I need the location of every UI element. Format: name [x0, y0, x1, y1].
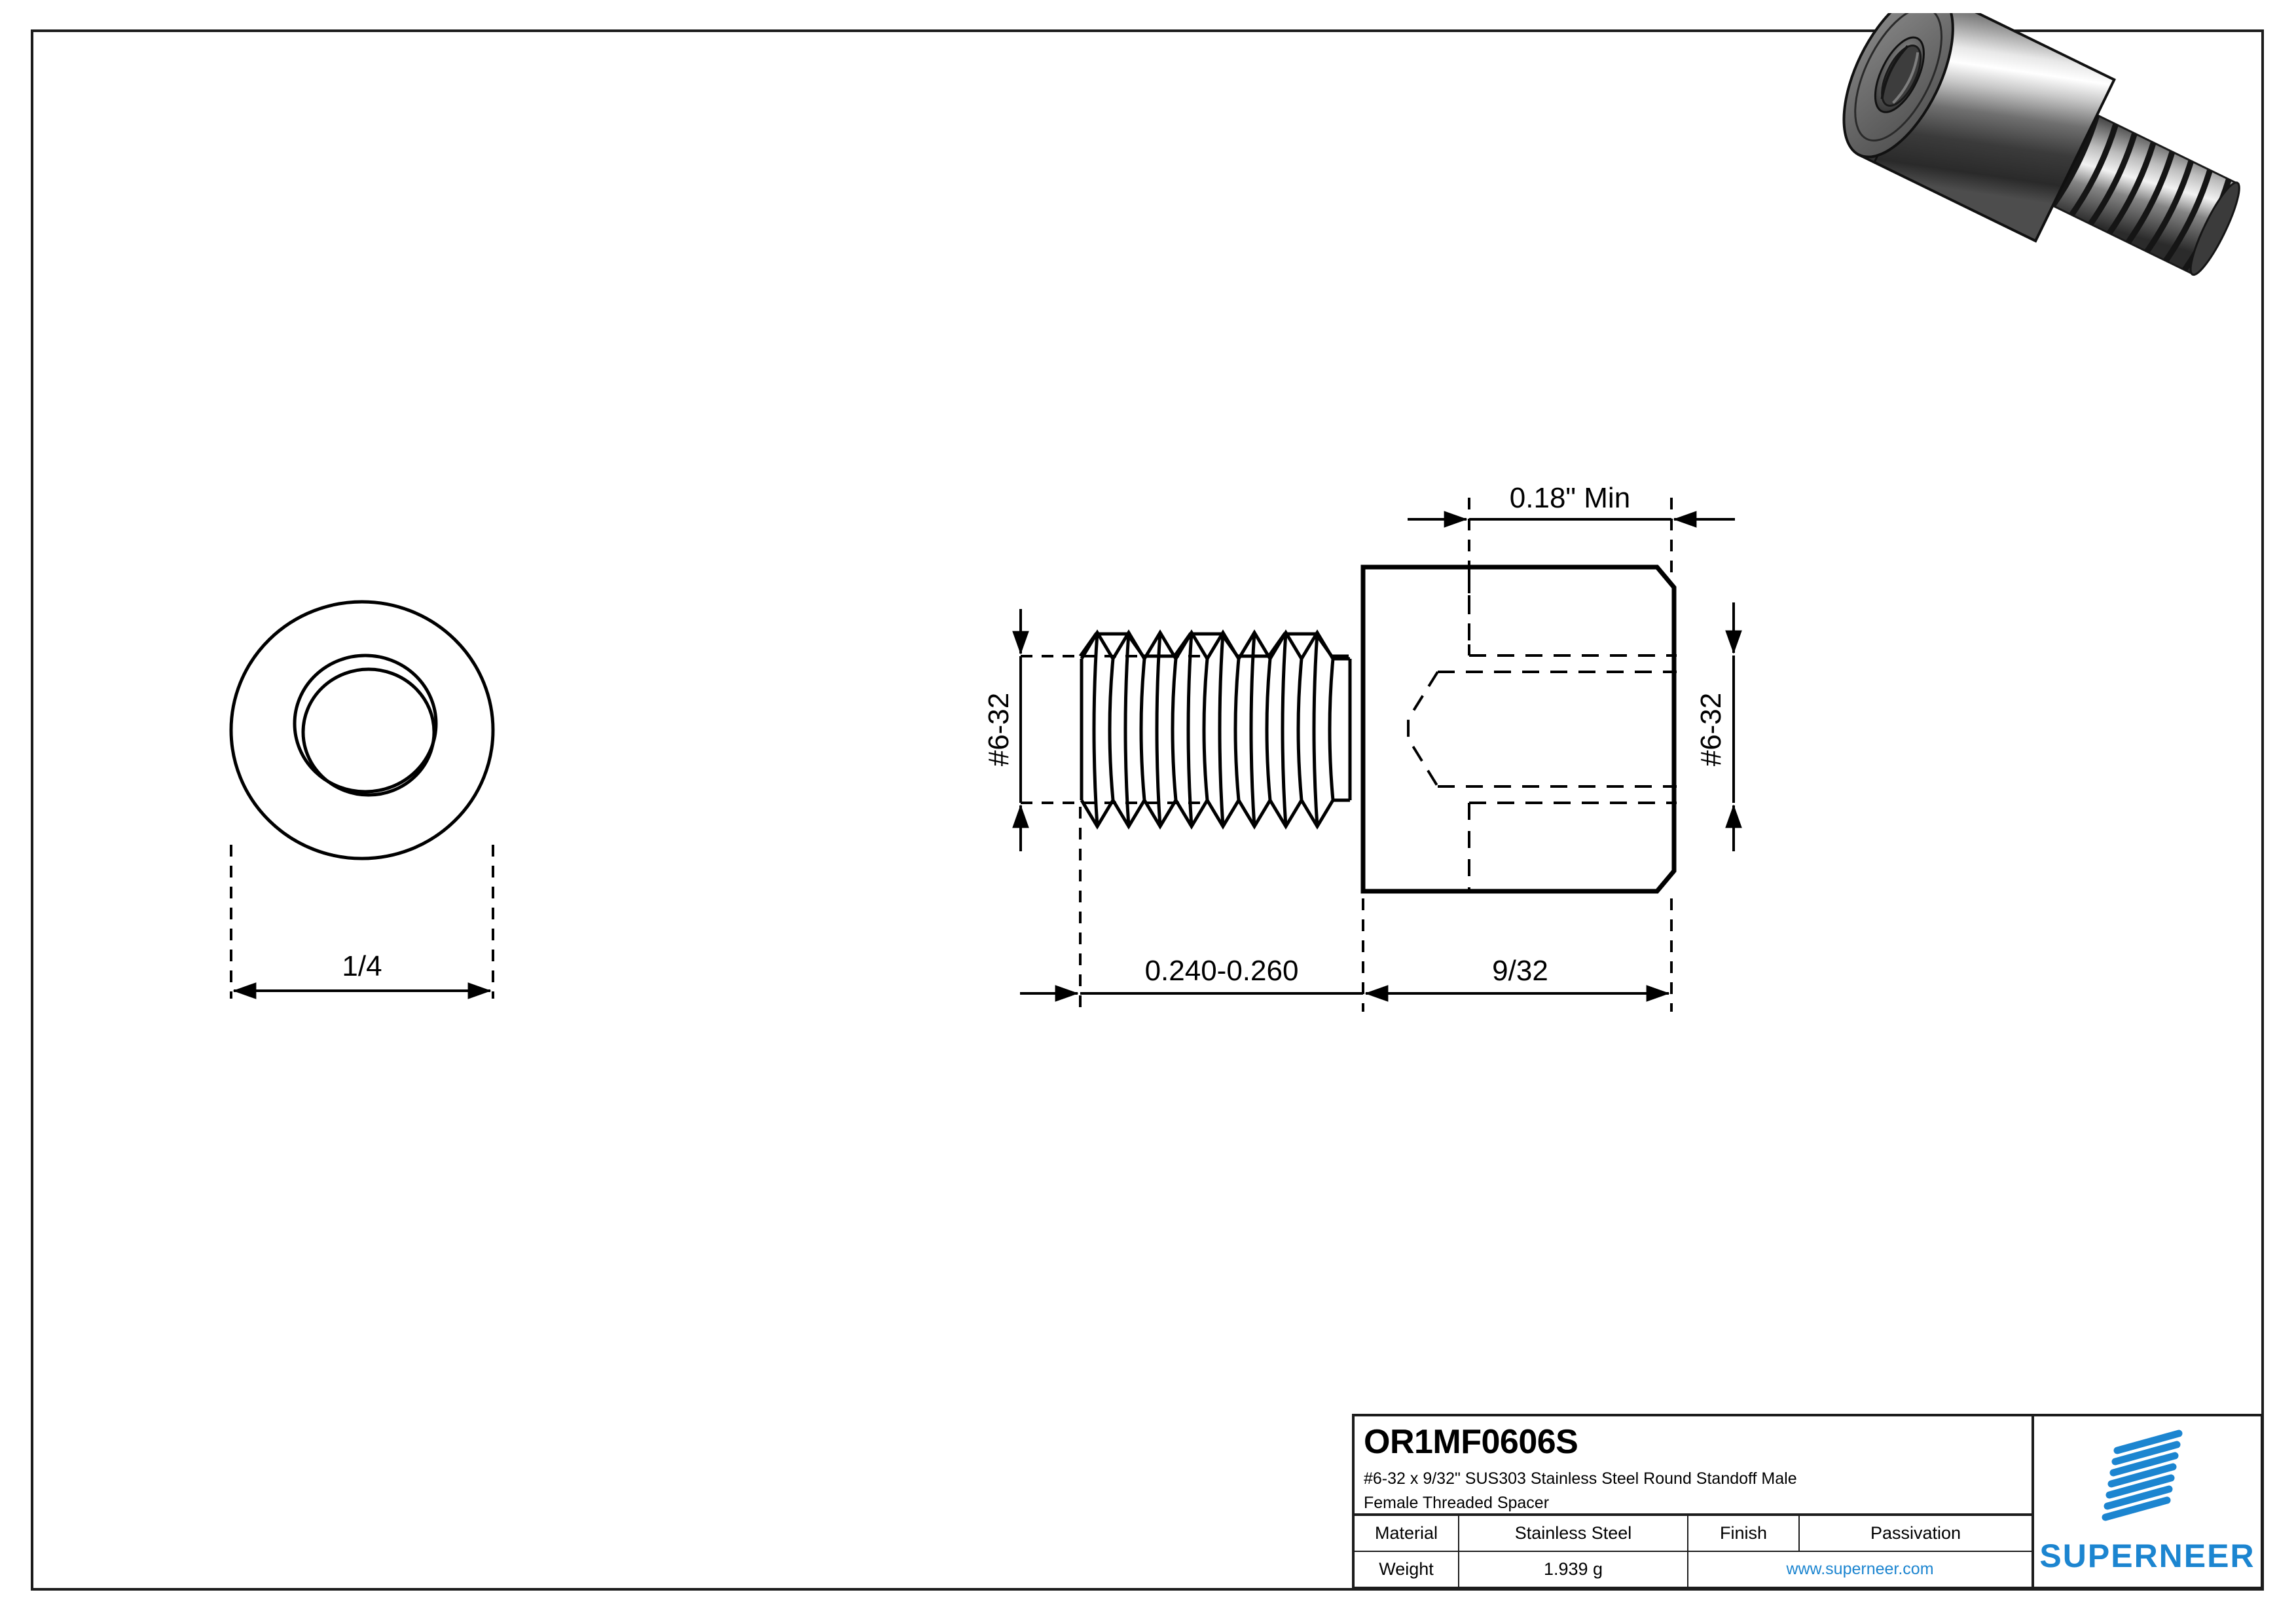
side-view-threaded-shank: [1078, 629, 1363, 830]
part-description: #6-32 x 9/32" SUS303 Stainless Steel Rou…: [1364, 1467, 2022, 1515]
website-link[interactable]: www.superneer.com: [1786, 1560, 1934, 1578]
part-description-line1: #6-32 x 9/32" SUS303 Stainless Steel Rou…: [1364, 1469, 1797, 1488]
material-value: Stainless Steel: [1459, 1516, 1688, 1551]
left-thread-callout-dimension: [1012, 609, 1205, 851]
material-label: Material: [1355, 1516, 1459, 1551]
brand-name: SUPERNEER: [2039, 1538, 2255, 1574]
finish-value: Passivation: [1870, 1523, 1961, 1543]
thread-length-label: 0.240-0.260: [1145, 955, 1299, 987]
front-view: [229, 600, 495, 860]
hole-depth-dimension: [1408, 498, 1735, 655]
finish-label: Finish: [1688, 1516, 1800, 1551]
weight-row: Weight 1.939 g www.superneer.com: [1355, 1552, 2032, 1587]
part-number: OR1MF0606S: [1364, 1423, 1578, 1461]
left-thread-callout-label: #6-32: [983, 693, 1015, 767]
render-head-face: [1842, 13, 1954, 158]
title-block-left-section: OR1MF0606S #6-32 x 9/32" SUS303 Stainles…: [1355, 1416, 2034, 1587]
right-thread-callout-label: #6-32: [1695, 693, 1727, 767]
body-length-label: 9/32: [1492, 955, 1548, 987]
title-block: OR1MF0606S #6-32 x 9/32" SUS303 Stainles…: [1352, 1414, 2263, 1589]
superneer-logo-icon: [2102, 1430, 2183, 1521]
isometric-product-render: [1842, 13, 2240, 276]
weight-label: Weight: [1355, 1552, 1459, 1587]
brand-section: SUPERNEER: [2034, 1416, 2261, 1587]
front-view-diameter-dimension: [230, 845, 494, 999]
front-view-diameter-label: 1/4: [342, 950, 382, 982]
weight-value: 1.939 g: [1459, 1552, 1688, 1587]
render-threaded-shank: [2045, 111, 2240, 276]
title-block-description-section: OR1MF0606S #6-32 x 9/32" SUS303 Stainles…: [1355, 1416, 2032, 1516]
side-view-body: [1360, 564, 1677, 894]
part-description-line2: Female Threaded Spacer: [1364, 1494, 1550, 1512]
hole-depth-label: 0.18" Min: [1510, 482, 1630, 514]
drawing-frame-border: [31, 29, 2264, 1591]
material-row: Material Stainless Steel Finish Passivat…: [1355, 1516, 2032, 1552]
